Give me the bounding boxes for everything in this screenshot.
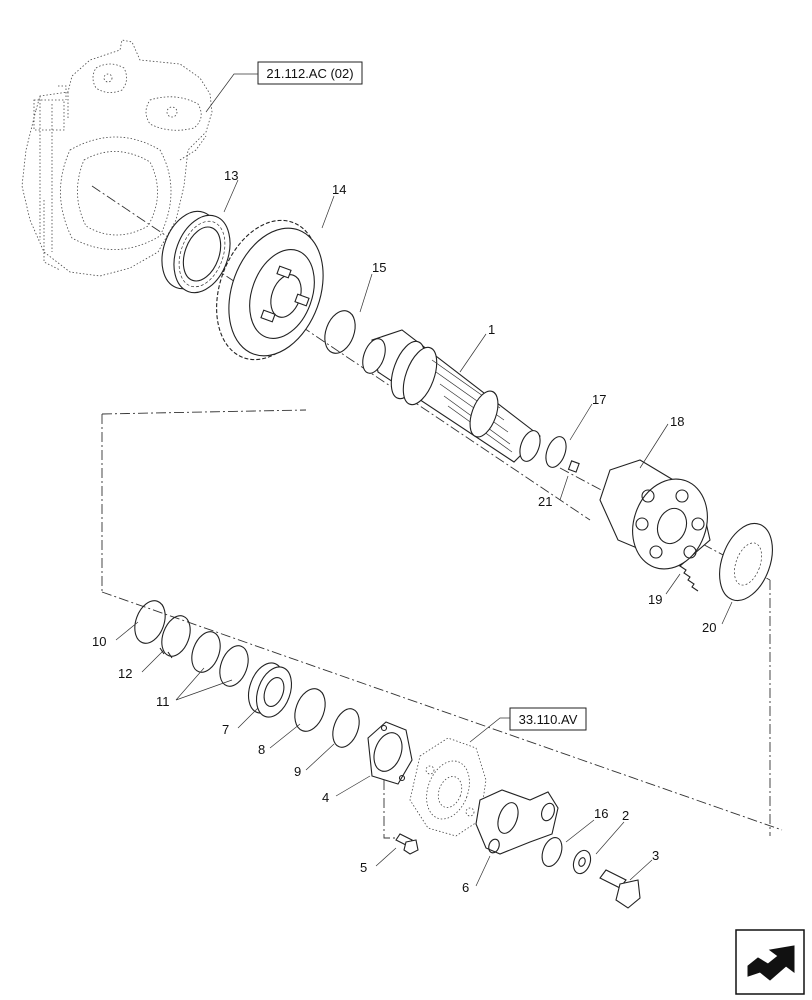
callout-13: 13 [224, 168, 238, 183]
svg-text:33.110.AV: 33.110.AV [519, 712, 578, 727]
leader-ref-top [205, 73, 258, 113]
callout-10: 10 [92, 634, 106, 649]
transmission-housing [21, 39, 213, 277]
bolt-5-axis [383, 780, 396, 839]
ring-8 [294, 688, 326, 732]
callout-6: 6 [462, 880, 469, 895]
callout-15: 15 [372, 260, 386, 275]
oring-9 [332, 708, 360, 748]
connection-frame [101, 409, 783, 836]
callout-3: 3 [652, 848, 659, 863]
reference-33-110-av[interactable]: 33.110.AV [509, 707, 587, 731]
bearing-7 [247, 662, 293, 718]
callout-16: 16 [594, 806, 608, 821]
oring-16 [541, 837, 563, 867]
callout-1: 1 [488, 322, 495, 337]
callout-11: 11 [156, 694, 170, 709]
svg-text:21.112.AC (02): 21.112.AC (02) [266, 66, 353, 81]
callout-21: 21 [538, 494, 552, 509]
reference-21-112-ac[interactable]: 21.112.AC (02) [257, 61, 363, 85]
oring-15 [324, 310, 356, 354]
callout-9: 9 [294, 764, 301, 779]
ring-10 [134, 600, 166, 644]
next-page-arrow-icon[interactable] [735, 929, 805, 995]
disc-20 [719, 522, 773, 602]
gear-14 [216, 219, 324, 361]
washer-2 [572, 849, 592, 875]
callout-8: 8 [258, 742, 265, 757]
bolt-5 [395, 833, 419, 855]
callout-17: 17 [592, 392, 606, 407]
yoke-6 [475, 789, 559, 855]
spring-19 [679, 565, 699, 592]
callout-14: 14 [332, 182, 346, 197]
callout-18: 18 [670, 414, 684, 429]
rings-11 [191, 631, 249, 687]
callout-labels: 13 14 15 1 17 18 21 19 20 10 12 11 7 8 9… [92, 168, 716, 895]
callout-12: 12 [118, 666, 132, 681]
bolt-3 [599, 869, 641, 909]
snapring-17 [545, 436, 567, 468]
callout-2: 2 [622, 808, 629, 823]
bearing-13 [161, 210, 231, 294]
pin-21 [567, 460, 580, 473]
callout-19: 19 [648, 592, 662, 607]
leader-ref-bottom [469, 717, 510, 743]
flange-seal-4 [367, 721, 413, 785]
cover-housing [409, 737, 487, 837]
callout-5: 5 [360, 860, 367, 875]
callout-7: 7 [222, 722, 229, 737]
callout-4: 4 [322, 790, 329, 805]
circlip-12 [159, 615, 191, 659]
shaft-1 [362, 329, 541, 463]
coupling-hub-18 [599, 459, 711, 570]
leader-lines [115, 179, 733, 887]
callout-20: 20 [702, 620, 716, 635]
